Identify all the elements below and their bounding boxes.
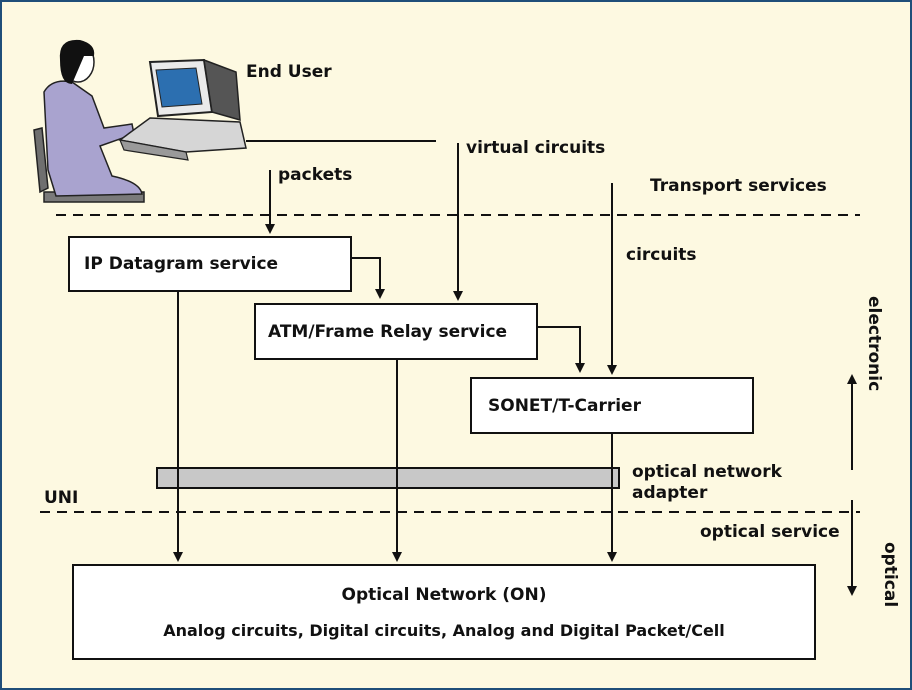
atm-frame-relay-service-label: ATM/Frame Relay service xyxy=(268,321,508,342)
atm-frame-relay-service-box: ATM/Frame Relay service xyxy=(254,303,538,360)
circuits-label: circuits xyxy=(626,245,697,265)
optical-label: optical xyxy=(880,542,900,608)
chair-back xyxy=(33,127,49,194)
virtual-circuits-label: virtual circuits xyxy=(466,138,606,158)
monitor-screen xyxy=(155,67,203,108)
end-user-label: End User xyxy=(246,62,332,82)
optical-network-box: Optical Network (ON) Analog circuits, Di… xyxy=(72,564,816,660)
atm-to-sonet-connector xyxy=(538,326,585,373)
optical-network-adapter-label-line1: optical network xyxy=(632,462,782,482)
user-hair xyxy=(59,39,95,84)
uni-label: UNI xyxy=(44,488,79,508)
transport-services-label: Transport services xyxy=(650,176,827,196)
packets-label: packets xyxy=(278,165,353,185)
user-body xyxy=(43,80,143,197)
keyboard xyxy=(119,139,189,161)
person-at-computer-icon xyxy=(33,39,436,203)
ip-datagram-service-label: IP Datagram service xyxy=(84,254,279,274)
electronic-label: electronic xyxy=(864,296,884,392)
ip-to-atm-connector xyxy=(350,257,385,299)
optical-network-title: Optical Network (ON) xyxy=(341,584,547,605)
sonet-t-carrier-box: SONET/T-Carrier xyxy=(470,377,754,434)
computer-base xyxy=(118,117,247,153)
optical-network-adapter-bar xyxy=(156,467,620,489)
optical-network-adapter-label-line2: adapter xyxy=(632,483,708,503)
optical-service-label: optical service xyxy=(700,522,840,542)
ip-datagram-service-box: IP Datagram service xyxy=(68,236,352,292)
monitor-side xyxy=(203,58,241,122)
optical-network-subtitle: Analog circuits, Digital circuits, Analo… xyxy=(163,620,725,640)
sonet-t-carrier-label: SONET/T-Carrier xyxy=(488,395,641,416)
